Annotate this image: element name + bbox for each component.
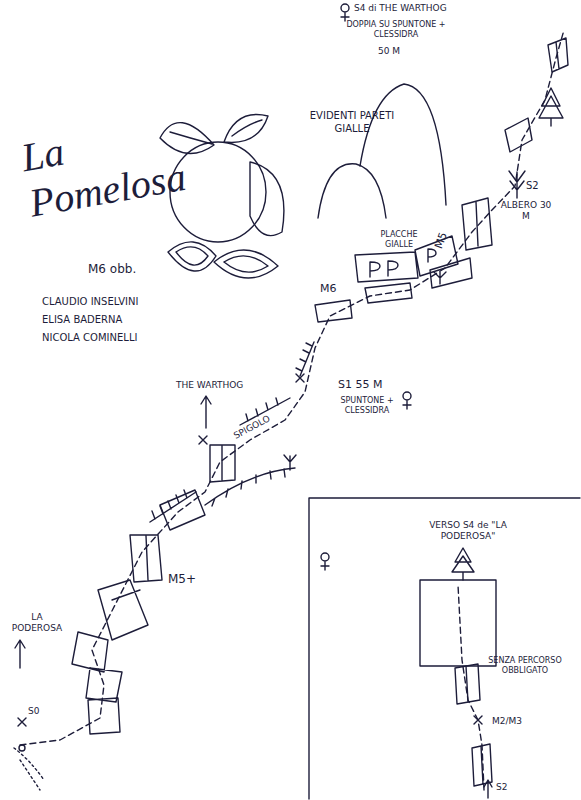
topo-label: EVIDENTI PARETI GIALLE [302,110,402,135]
inset-frame [309,498,580,799]
topo-label: M6 [320,282,350,296]
plant-symbol [284,455,296,470]
slab-symbol [370,249,436,277]
topo-label: S1 55 M [338,378,418,392]
wall-outline [318,164,386,218]
rappel-symbol [403,392,411,409]
topo-label: NICOLA COMINELLI [42,332,172,345]
topo-label: VERSO S4 de "LA PODEROSA" [418,520,518,543]
topo-label: S0 [28,706,52,717]
route-line [458,585,484,790]
rappel-symbol [341,4,349,21]
overhang-mark [150,490,196,522]
ridge-mark [205,468,295,506]
topo-label: ALBERO 30 M [500,200,552,223]
topo-label: PLACCHE GIALLE [370,230,428,250]
topo-label: DOPPIA SU SPUNTONE + CLESSIDRA [340,20,452,40]
start-mark [19,745,25,751]
topo-label: SENZA PERCORSO OBBLIGATO [488,656,562,676]
topo-label: CLAUDIO INSELVINI [42,296,172,309]
topo-label: THE WARTHOG [176,380,266,391]
topo-label: LA PODEROSA [6,612,68,635]
overhang-mark [296,342,314,376]
pomelo-segment [168,242,216,271]
direction-arrow [15,640,25,668]
topo-label: S2 [496,782,520,793]
topo-label: S4 di THE WARTHOG [354,3,494,14]
rock-feature [72,38,568,734]
rappel-symbol [321,553,329,570]
tree-symbol [509,171,525,198]
pine-symbol [539,88,563,126]
pine-symbol [452,548,474,580]
direction-arrow [201,396,211,428]
topo-label: 50 M [378,46,418,57]
station-mark [18,374,482,726]
topo-label: S2 [526,180,556,193]
topo-label: M5 [432,218,455,251]
topo-label: SPIGOLO [232,404,290,442]
route-title: La Pomelosa [18,106,206,227]
topo-label: SPUNTONE + CLESSIDRA [326,396,408,416]
pomelo-slice [250,162,284,236]
topo-label: M6 obb. [88,262,158,277]
pomelo-leaf [224,114,268,142]
rock-feature [455,664,492,786]
topo-label: ELISA BADERNA [42,314,172,327]
topo-label: M5+ [168,572,208,587]
scree-mark [14,748,44,790]
pomelo-segment [214,250,278,278]
pomelo-leaf [160,123,214,154]
wall-outline [360,84,446,205]
plant-symbol [434,272,446,284]
topo-label: M2/M3 [492,716,542,727]
